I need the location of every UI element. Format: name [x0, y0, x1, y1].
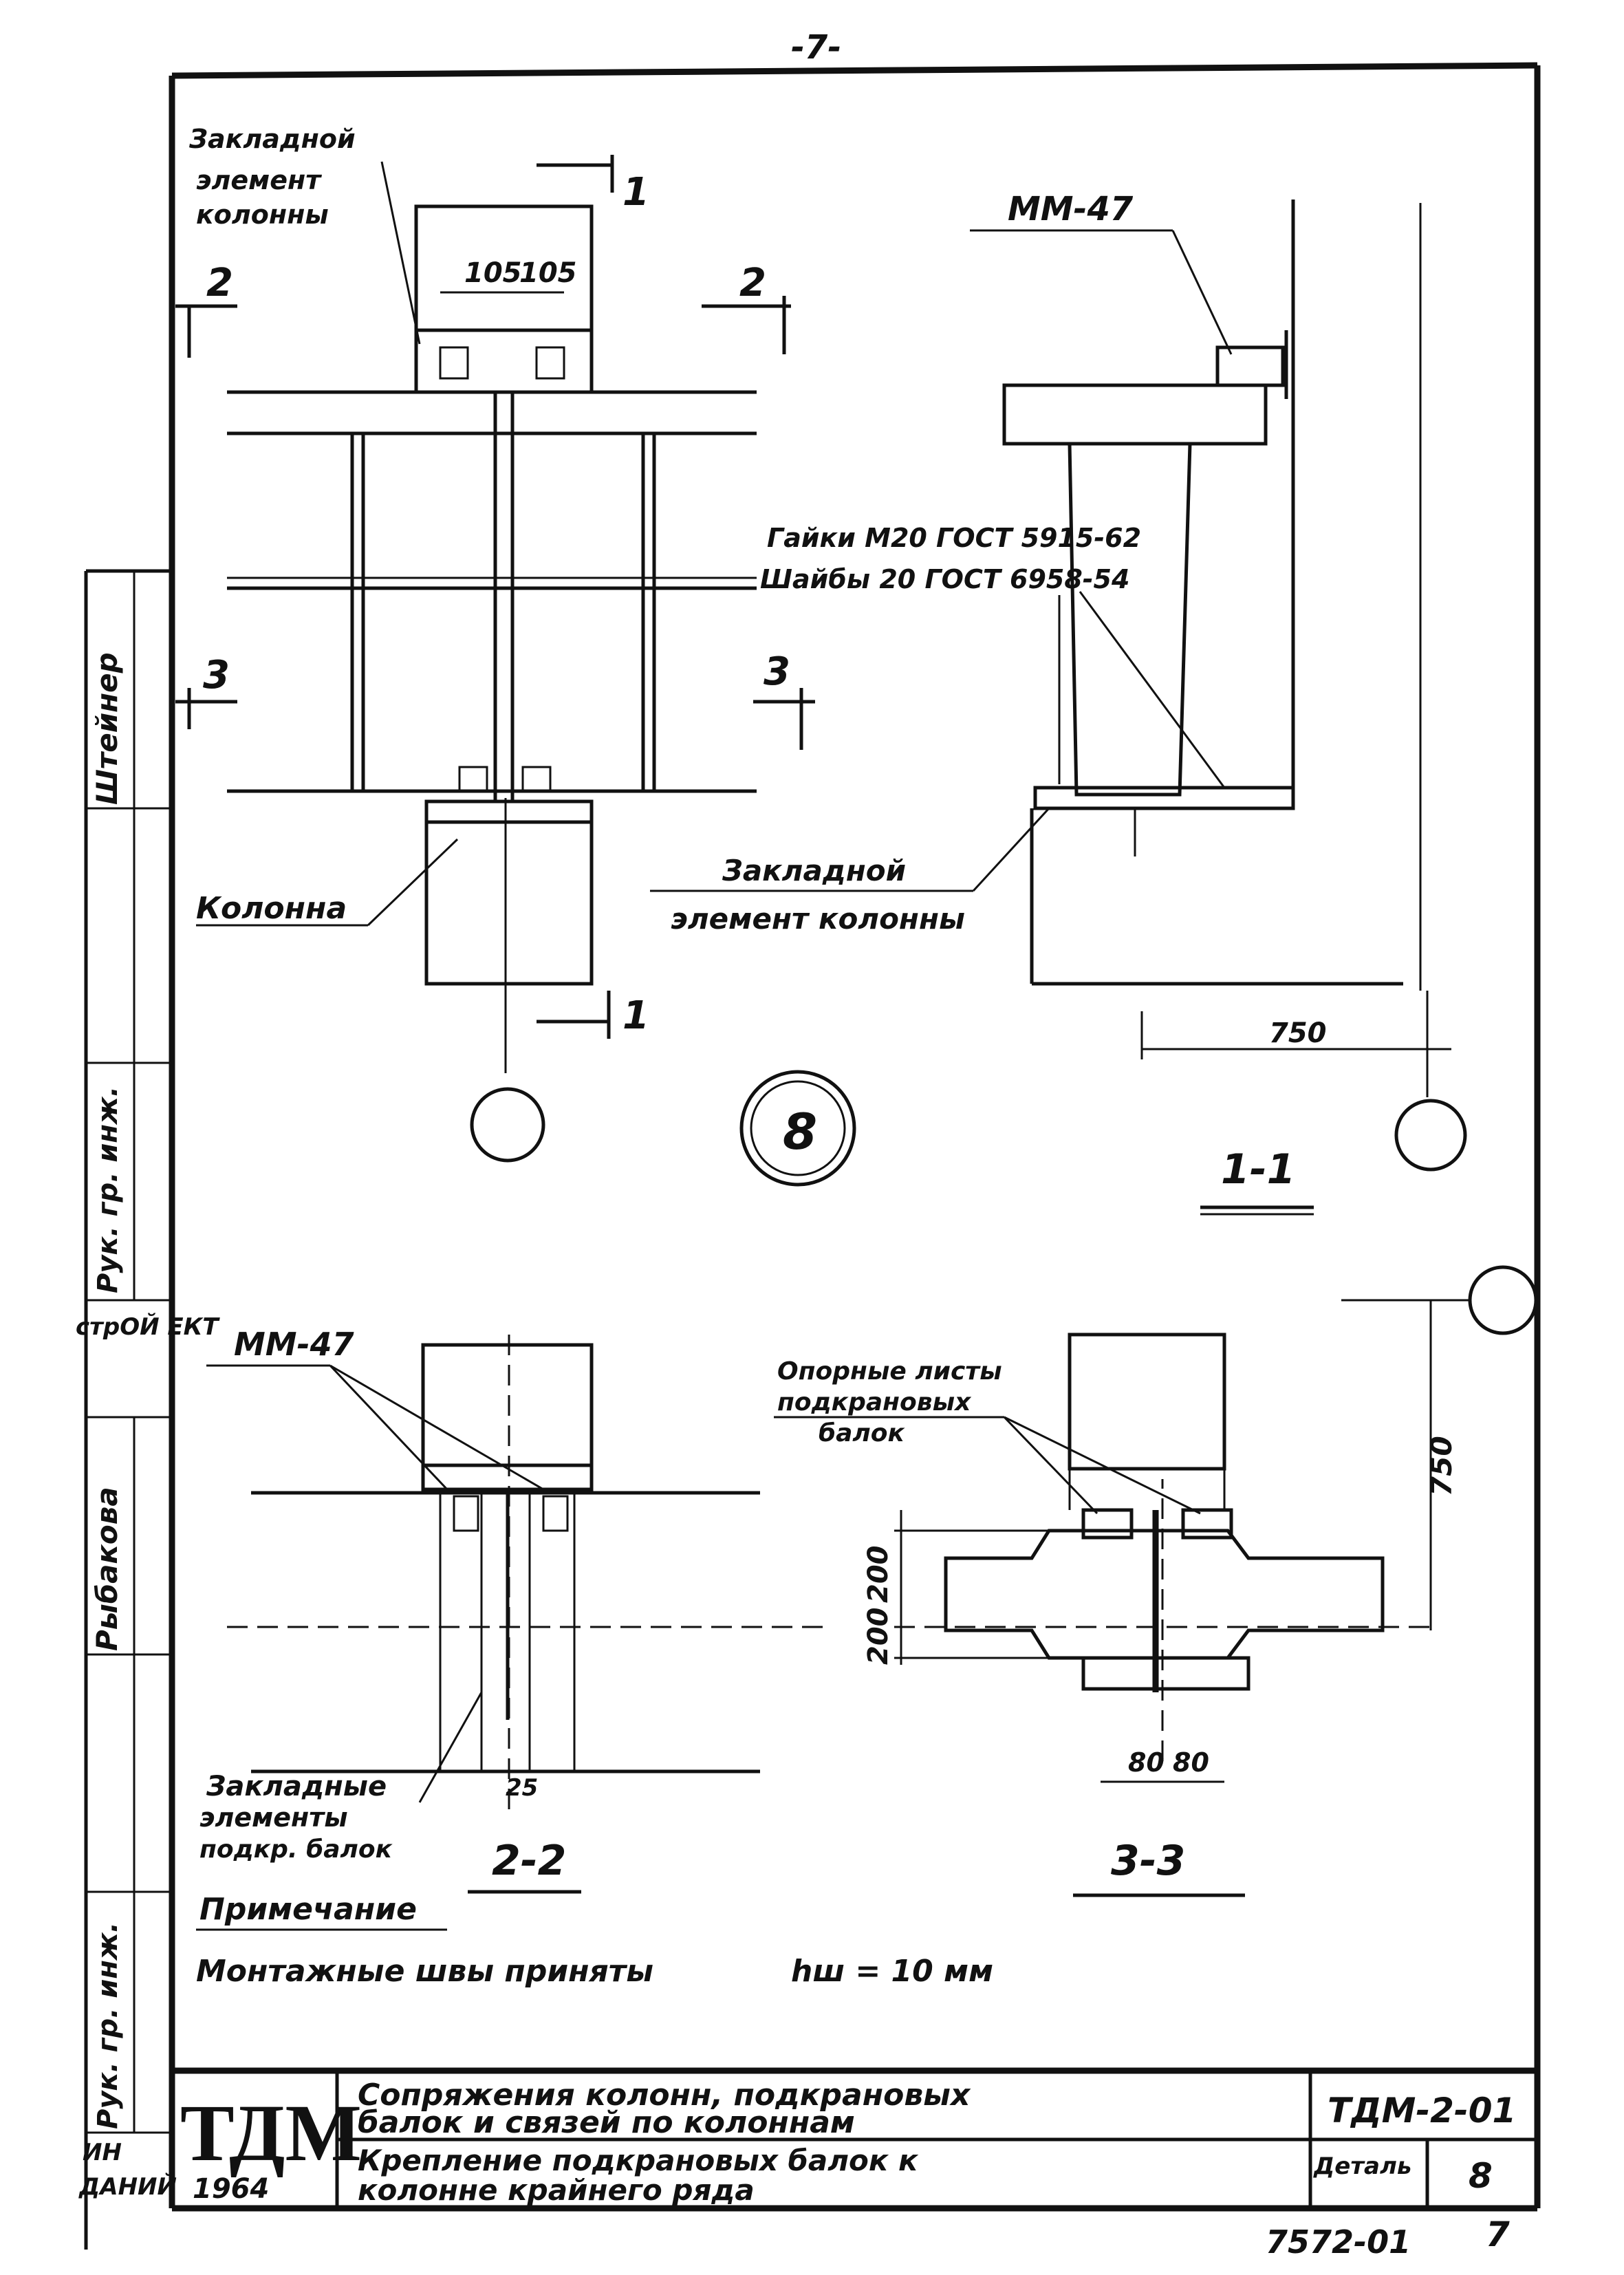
title-2-2: 2-2	[492, 1837, 566, 1885]
label-embedded-col-bottom-2: элемент колонны	[671, 902, 965, 936]
label-column: Колонна	[196, 891, 347, 926]
beam-web	[1068, 442, 1192, 797]
dim-105-b: 105	[519, 257, 577, 289]
label-embedded-col-top-2: элемент	[196, 165, 322, 195]
label-mm47-top: ММ-47	[1008, 190, 1134, 228]
section-2-2-view: ММ-47 25 Закладные элементы подкр. балок…	[199, 1326, 825, 1894]
section-mark-3-right: 3	[764, 649, 790, 694]
front-elevation-view: 1 1 2 2 3 3 Закладной элемент колонны 10…	[175, 124, 815, 1163]
label-embedded-beams-3: подкр. балок	[199, 1835, 393, 1864]
note-heading: Примечание	[199, 1892, 417, 1927]
dim-750-vertical: 750	[1425, 1436, 1458, 1496]
label-embedded-beams-2: элементы	[199, 1802, 348, 1833]
stamp-cut-1: ИН	[83, 2139, 122, 2166]
drawing-frame	[169, 62, 1541, 2208]
stamp-cut-2: ДАНИЙ	[78, 2172, 177, 2201]
title-block: ТДМ 1964 Сопряжения колонн, подкрановых …	[172, 2067, 1537, 2212]
stamp-org: стрОЙ ЕКТ	[76, 1313, 220, 1341]
footer-sheet: 7	[1486, 2214, 1510, 2254]
note-block: Примечание Монтажные швы приняты hш = 10…	[196, 1892, 993, 1989]
dim-80-a: 80	[1128, 1747, 1165, 1778]
dim-750-horizontal: 750	[1269, 1017, 1327, 1049]
dim-25: 25	[506, 1774, 538, 1802]
title-block-year: 1964	[193, 2173, 269, 2205]
title-block-logo: ТДМ	[180, 2088, 362, 2178]
section-mark-2-left: 2	[206, 261, 233, 305]
footer-inventory: 7572-01	[1266, 2223, 1411, 2261]
drawing-code: ТДМ-2-01	[1328, 2091, 1516, 2131]
label-support-sheets-1: Опорные листы	[777, 1357, 1002, 1386]
dim-80-b: 80	[1173, 1747, 1209, 1778]
axis-bubble-left	[470, 1087, 545, 1163]
detail-number: 8	[783, 1103, 817, 1161]
subtitle-line-2: колонне крайнего ряда	[358, 2173, 755, 2207]
top-embedded-plate	[414, 328, 594, 394]
section-mark-3-left: 3	[203, 653, 230, 698]
stamp-name-1: Штейнер	[90, 652, 124, 805]
section-mark-2-right: 2	[739, 261, 766, 305]
label-embedded-col-bottom-1: Закладной	[722, 854, 906, 887]
section-3-3-view: 200 200 80 80 750 Опорные листы подкрано…	[774, 1265, 1538, 1897]
section-mark-1-top: 1	[622, 170, 649, 215]
stamp-name-2: Рыбакова	[90, 1487, 124, 1651]
title-line-1: Сопряжения колонн, подкрановых	[358, 2078, 971, 2113]
dim-105-a: 105	[464, 257, 522, 289]
title-1-1: 1-1	[1221, 1145, 1295, 1194]
note-text: Монтажные швы приняты	[196, 1954, 653, 1989]
label-washers: Шайбы 20 ГОСТ 6958-54	[760, 564, 1129, 594]
subtitle-line-1: Крепление подкрановых балок к	[358, 2144, 919, 2177]
note-weld: hш = 10 мм	[791, 1954, 993, 1989]
label-mm47-bottom: ММ-47	[234, 1326, 354, 1363]
label-support-sheets-2: подкрановых	[777, 1388, 972, 1416]
page-number: -7-	[791, 28, 841, 67]
axis-bubble-right	[1394, 1099, 1467, 1172]
label-support-sheets-3: балок	[819, 1419, 906, 1447]
label-embedded-col-top-1: Закладной	[188, 124, 356, 154]
side-stamp: Штейнер Рук. гр. инж. стрОЙ ЕКТ Рыбакова…	[76, 569, 220, 2250]
dim-200-a: 200	[863, 1546, 894, 1604]
label-embedded-col-top-3: колонны	[196, 200, 329, 230]
stamp-role-1: Рук. гр. инж.	[92, 1086, 124, 1293]
label-nuts: Гайки М20 ГОСТ 5915-62	[767, 523, 1141, 553]
title-line-2: балок и связей по колоннам	[358, 2105, 855, 2140]
section-1-1-view: 750 ММ-47 Гайки М20 ГОСТ 5915-62 Шайбы 2…	[650, 190, 1467, 1216]
detail-bubble-outer	[739, 1070, 856, 1187]
label-embedded-beams-1: Закладные	[206, 1771, 387, 1802]
title-3-3: 3-3	[1111, 1837, 1185, 1885]
detail-label: Деталь	[1313, 2153, 1411, 2180]
stamp-role-2: Рук. гр. инж.	[92, 1922, 124, 2129]
axis-bubble-section-3	[1468, 1265, 1538, 1335]
dim-200-b: 200	[863, 1608, 894, 1665]
section-mark-1-bottom: 1	[622, 993, 649, 1038]
beam-top-flange	[1002, 383, 1268, 446]
detail-value: 8	[1469, 2156, 1493, 2196]
